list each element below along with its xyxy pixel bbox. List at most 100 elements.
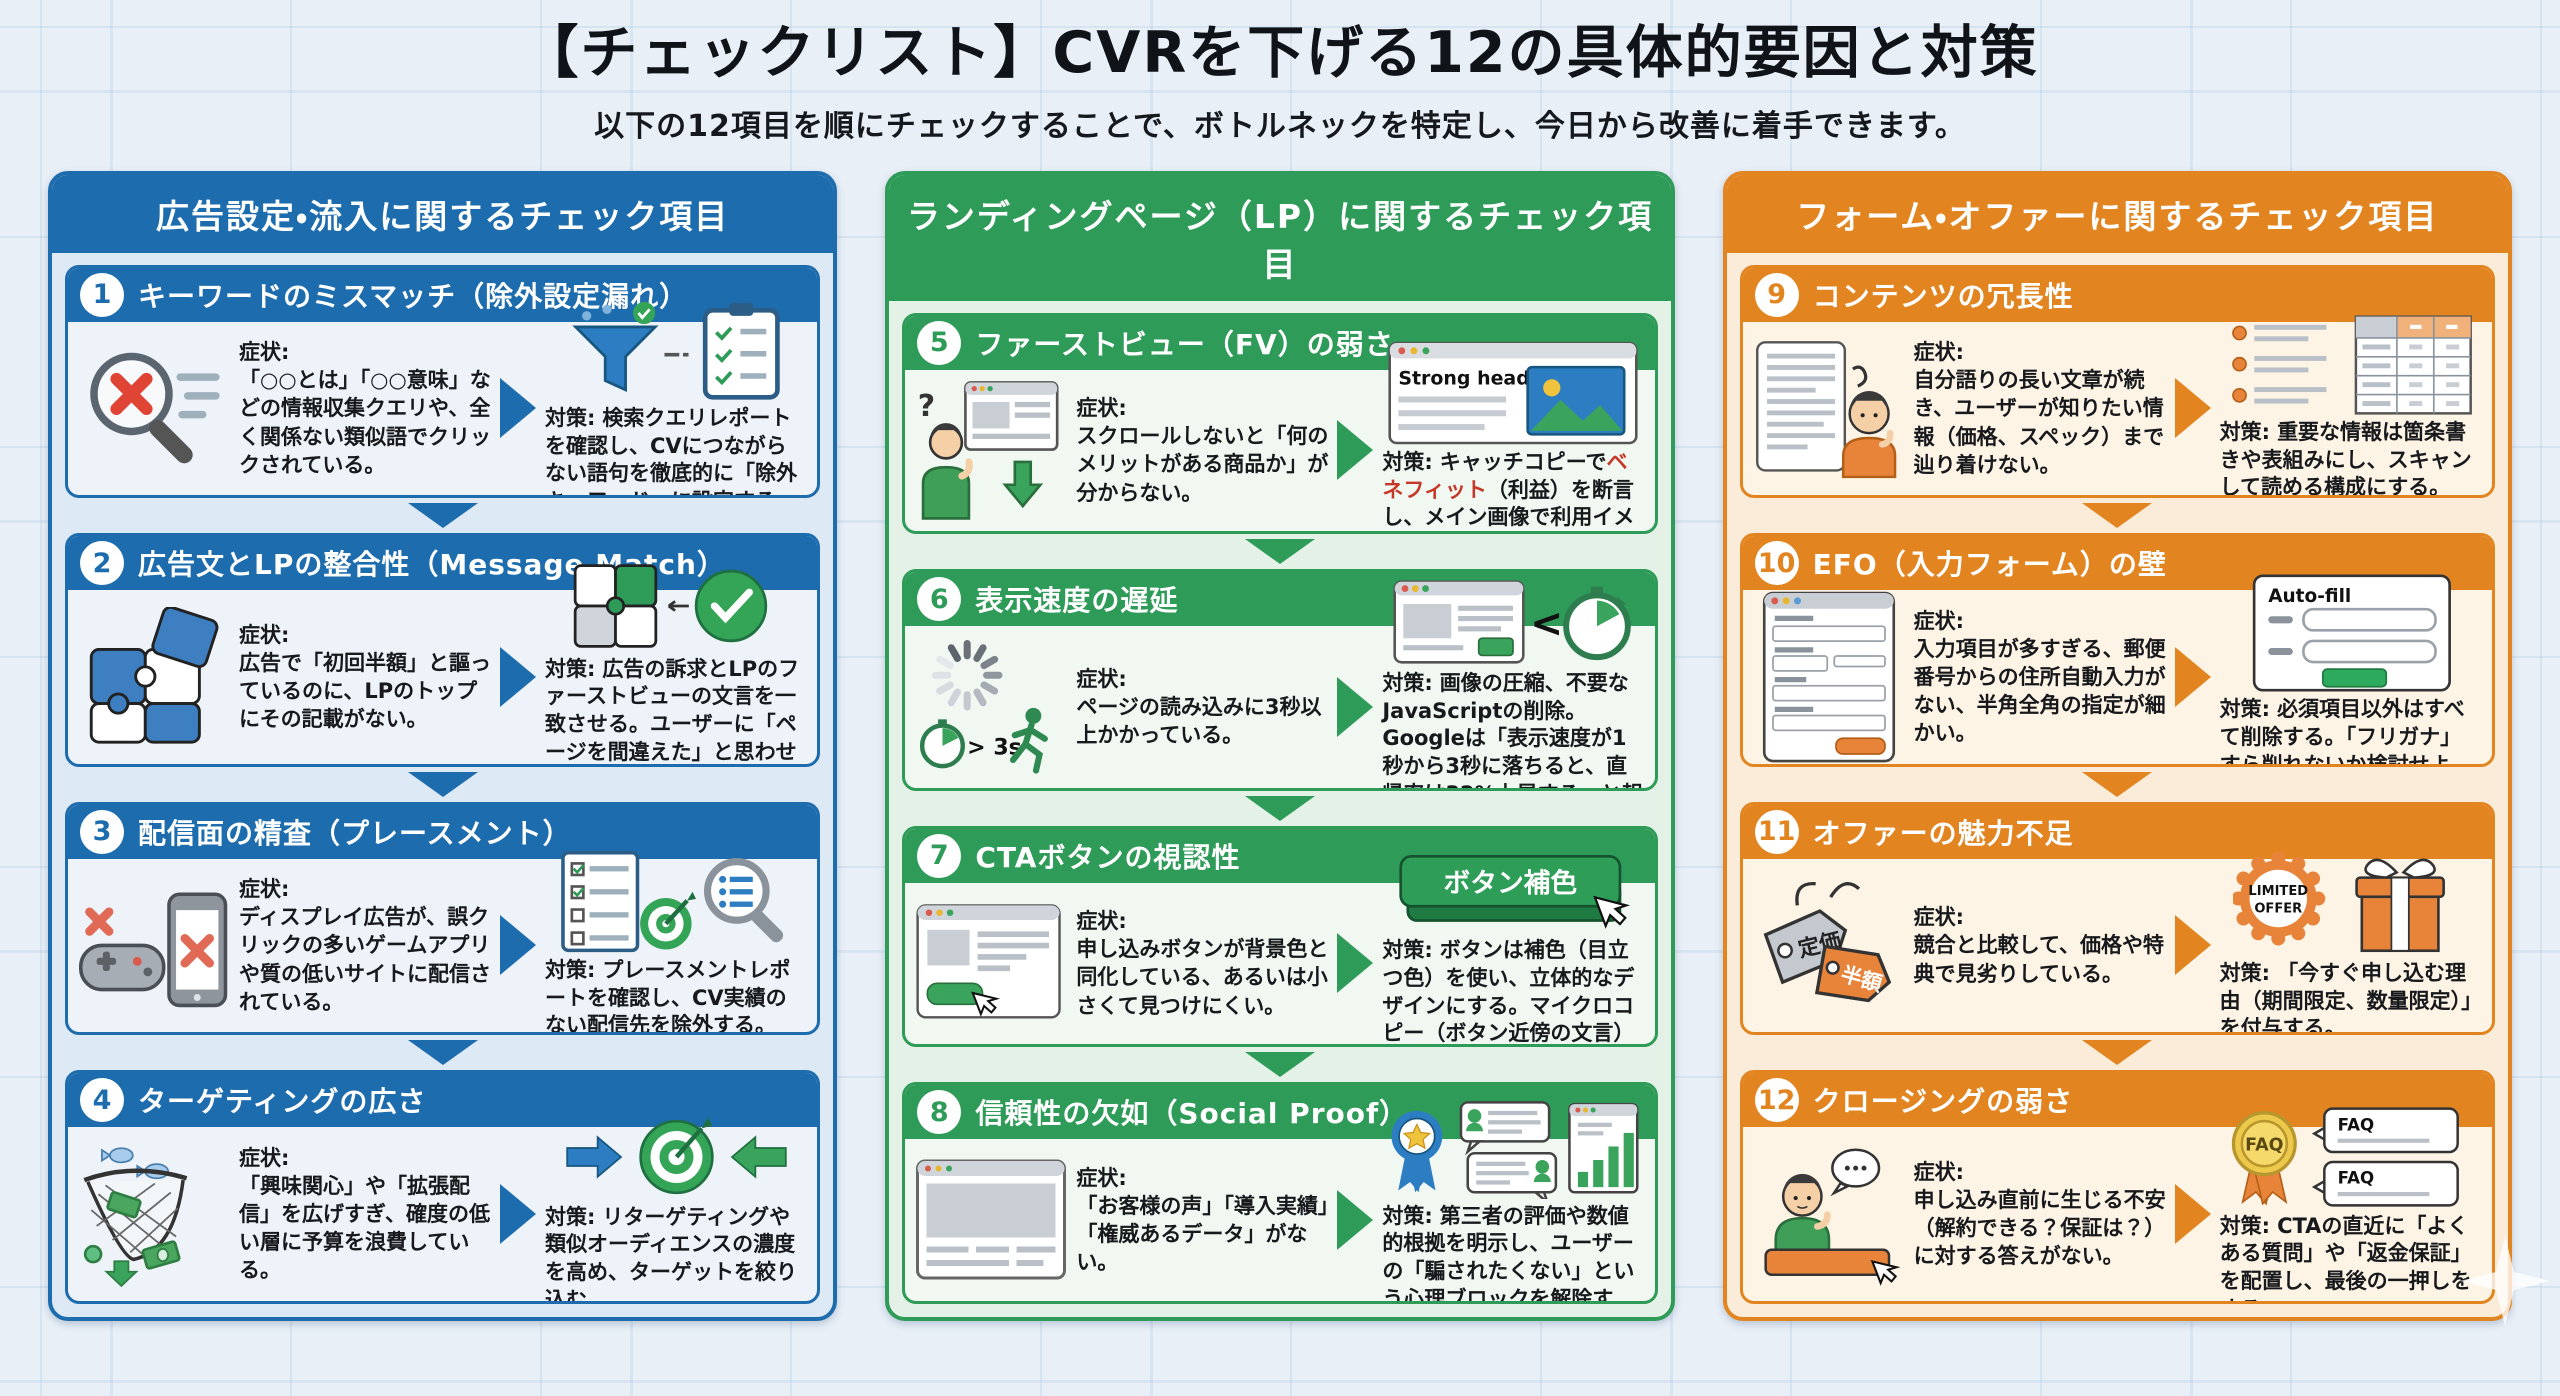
symptom-label: 症状: <box>1913 1159 1965 1184</box>
card-content-redundancy: 9 コンテンツの冗長性 <box>1739 264 2495 499</box>
number-badge: 11 <box>1754 809 1799 854</box>
counter-text: 対策:画像の圧縮、不要なJavaScriptの削除。Googleは「表示速度が1… <box>1382 670 1642 788</box>
card-title: キーワードのミスマッチ（除外設定漏れ） <box>138 279 689 313</box>
symptom-text: 症状: ページの読み込みに3秒以上かかっている。 <box>1076 665 1328 749</box>
symptom-label: 症状: <box>1913 905 1965 930</box>
puzzle-mismatch-icon <box>78 606 230 747</box>
card-content: 症状: 申し込みボタンが背景色と同化している、あるいは小さくて見つけにくい。 ボ… <box>905 855 1654 1044</box>
symptom-label: 症状: <box>1076 1165 1127 1190</box>
limited-label: LIMITED <box>2249 884 2309 899</box>
counter-text: 対策:広告の訴求とLPのファーストビューの文言を一致させる。ユーザーに「ページを… <box>545 656 800 764</box>
autofill-form-icon: Auto-fill <box>2236 574 2466 692</box>
down-arrow-icon <box>407 1040 478 1066</box>
long-document-person-icon <box>1753 337 1905 479</box>
button-color-label: ボタン補色 <box>1444 867 1578 899</box>
symptom-text: 症状: ディスプレイ広告が、誤クリックの多いゲームアプリや質の低いサイトに配信さ… <box>239 877 491 1014</box>
symptom-label: 症状: <box>239 340 290 365</box>
number-badge: 3 <box>80 809 124 854</box>
down-arrow-icon <box>407 771 478 797</box>
number-badge: 4 <box>80 1078 124 1123</box>
card-title: 信頼性の欠如（Social Proof） <box>975 1097 1409 1131</box>
page-title: 【チェックリスト】CVRを下げる12の具体的要因と対策 <box>521 20 2039 86</box>
card-content: > 3s 症状: <box>905 580 1654 788</box>
number-badge: 7 <box>917 833 962 878</box>
card-title: コンテンツの冗長性 <box>1812 279 2074 313</box>
card-efo-form: 10 EFO（入力フォーム）の壁 <box>1739 533 2495 767</box>
number-badge: 2 <box>80 541 124 586</box>
card-header: 6 表示速度の遅延 <box>905 572 1655 627</box>
counter-text: 対策:キャッチコピーでベネフィット（利益）を断言し、メイン画像で利用イメージを直… <box>1382 450 1635 530</box>
symptom-text: 症状: 「興味関心」や「拡張配信」を広げすぎ、確度の低い層に予算を浪費している。 <box>239 1145 490 1283</box>
column-form-offer-header: フォーム・オファーに関するチェック項目 <box>1726 174 2508 253</box>
counter-label: 対策: <box>2219 697 2271 722</box>
down-arrow-icon <box>407 503 478 529</box>
person-question-browser-icon: ? <box>915 375 1067 525</box>
right-arrow-icon <box>500 915 536 976</box>
counter-label: 対策: <box>2219 1213 2271 1238</box>
price-tags-icon: 定価 半額 <box>1753 870 1905 1020</box>
hesitant-person-desk-icon <box>1753 1141 1905 1287</box>
card-first-view: 5 ファーストビュー（FV）の弱さ ? <box>902 312 1658 535</box>
card-content: ? <box>905 341 1654 532</box>
funnel-checklist-icon <box>559 301 794 401</box>
card-content: 症状: 自分語りの長い文章が続き、ユーザーが知りたい情報（価格、スペック）まで辿… <box>1743 315 2492 499</box>
card-header: 11 オファーの魅力不足 <box>1742 804 2492 859</box>
right-arrow-icon <box>1337 676 1374 737</box>
down-arrow-icon <box>2082 503 2153 529</box>
number-badge: 12 <box>1754 1078 1799 1123</box>
counter-label: 対策: <box>1382 670 1433 695</box>
column-lp: ランディングページ（LP）に関するチェック項目 5 ファーストビュー（FV）の弱… <box>885 170 1675 1321</box>
counter-label: 対策: <box>545 656 596 681</box>
card-title: オファーの魅力不足 <box>1812 816 2074 850</box>
right-arrow-icon <box>2174 1183 2211 1244</box>
symptom-label: 症状: <box>1913 608 1965 633</box>
counter-text: 対策:CTAの直近に「よくある質問」や「返金保証」を配置し、最後の一押しをする。 <box>2219 1213 2472 1301</box>
counter-label: 対策: <box>2219 419 2271 444</box>
browser-wireframe-icon <box>915 1157 1067 1282</box>
right-arrow-icon <box>2174 646 2211 707</box>
card-title: クロージングの弱さ <box>1812 1085 2074 1119</box>
card-title: 表示速度の遅延 <box>975 584 1179 618</box>
card-title: ファーストビュー（FV）の弱さ <box>975 327 1394 361</box>
card-offer-appeal: 11 オファーの魅力不足 定価 <box>1739 801 2495 1036</box>
card-content: 症状: 申し込み直前に生じる不安（解約できる？保証は？）に対する答えがない。 <box>1743 1106 2492 1301</box>
column-form-offer-body: 9 コンテンツの冗長性 <box>1727 253 2508 1317</box>
card-content: 症状: 入力項目が多すぎる、郵便番号からの住所自動入力がない、半角全角の指定が細… <box>1743 574 2492 764</box>
down-arrow-icon <box>2082 1040 2153 1066</box>
symptom-label: 症状: <box>1076 396 1127 421</box>
column-lp-header: ランディングページ（LP）に関するチェック項目 <box>889 174 1671 301</box>
column-ads-body: 1 キーワードのミスマッチ（除外設定漏れ） <box>52 253 833 1317</box>
symptom-text: 症状: 申し込みボタンが背景色と同化している、あるいは小さくて見つけにくい。 <box>1076 909 1329 1018</box>
symptom-label: 症状: <box>239 622 290 647</box>
card-targeting-breadth: 4 ターゲティングの広さ <box>65 1070 821 1304</box>
puzzle-fit-check-icon <box>566 560 786 652</box>
right-arrow-icon <box>1337 1189 1374 1250</box>
right-arrow-icon <box>2174 915 2211 976</box>
card-header: 3 配信面の精査（プレースメント） <box>68 804 818 859</box>
card-social-proof: 8 信頼性の欠如（Social Proof） <box>902 1082 1658 1304</box>
controller-phone-x-icon <box>78 875 230 1015</box>
number-badge: 9 <box>1754 272 1799 317</box>
card-content: 症状: 「お客様の声」「導入実績」「権威あるデータ」がない。 <box>905 1100 1654 1301</box>
column-lp-body: 5 ファーストビュー（FV）の弱さ ? <box>889 301 1670 1317</box>
counter-text: 対策:リターゲティングや類似オーディエンスの濃度を高め、ターゲットを絞り込む。 <box>545 1204 797 1304</box>
column-ads: 広告設定・流入に関するチェック項目 1 キーワードのミスマッチ（除外設定漏れ） <box>48 170 838 1321</box>
number-badge: 1 <box>80 272 124 317</box>
card-content: 症状: 「○○とは」「○○意味」などの情報収集クエリや、全く関係ない類似語でクリ… <box>68 301 817 495</box>
column-form-offer: フォーム・オファーに関するチェック項目 9 コンテンツの冗長性 <box>1722 170 2512 1321</box>
counter-text: 対策:検索クエリレポートを確認し、CVにつながらない語句を徹底的に「除外キーワー… <box>545 406 797 495</box>
browser-faster-than-stopwatch-icon: < <box>1393 578 1633 666</box>
symptom-text: 症状: スクロールしないと「何のメリットがある商品か」が分からない。 <box>1076 396 1329 505</box>
bullets-table-icon <box>2226 315 2476 415</box>
svg-text:?: ? <box>918 389 935 424</box>
card-content: 症状: 広告で「初回半額」と謳っているのに、LPのトップにその記載がない。 <box>68 563 817 764</box>
counter-label: 対策: <box>2219 960 2271 985</box>
autofill-label: Auto-fill <box>2268 587 2351 608</box>
card-placement: 3 配信面の精査（プレースメント） <box>65 801 821 1036</box>
number-badge: 5 <box>917 320 962 365</box>
symptom-label: 症状: <box>1913 340 1965 365</box>
right-arrow-icon <box>1337 933 1374 994</box>
card-cta-visibility: 7 CTAボタンの視認性 <box>902 825 1658 1048</box>
counter-text: 対策:重要な情報は箇条書きや表組みにし、スキャンして読める構成にする。 <box>2219 419 2472 499</box>
